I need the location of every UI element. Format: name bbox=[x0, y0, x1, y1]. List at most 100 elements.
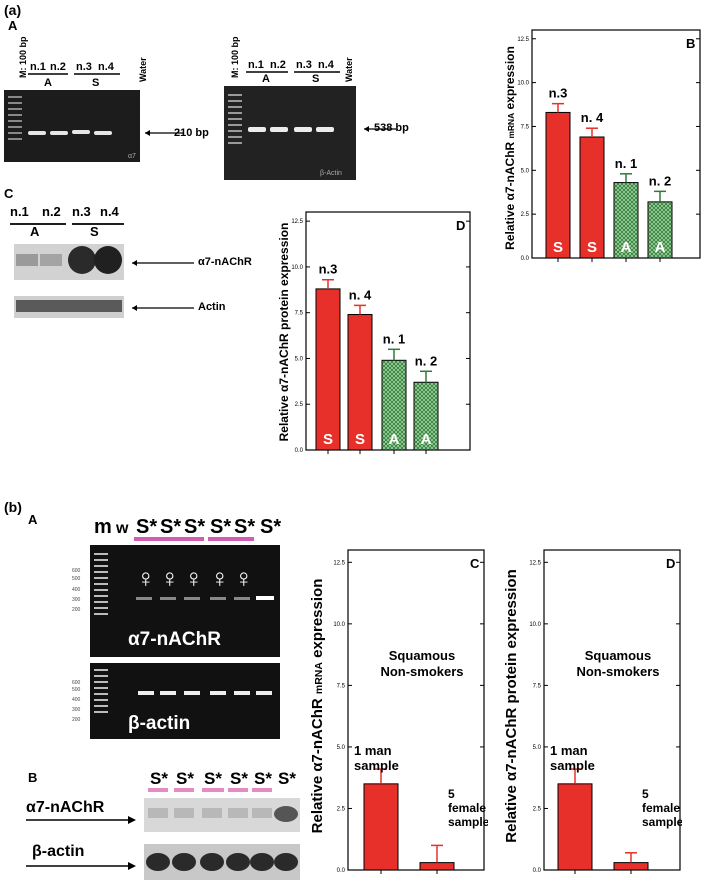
gel-beta-actin: M: 100 bp Water n.1 n.2 n.3 n.4 A S β-Ac… bbox=[224, 36, 396, 180]
category-label: 5 bbox=[642, 787, 649, 801]
b-lane-s1: S* bbox=[136, 516, 157, 538]
gel1-marker-label: M: 100 bp bbox=[18, 36, 28, 78]
ladder-tick: 200 bbox=[72, 717, 81, 723]
gel-b-label-1: α7-nAChR bbox=[128, 629, 221, 650]
wb-b-lane: S* bbox=[278, 769, 296, 788]
y-axis-label-part: expression bbox=[309, 579, 326, 662]
plot-frame bbox=[543, 549, 681, 871]
y-tick-label: 7.5 bbox=[295, 311, 304, 317]
bar bbox=[557, 783, 593, 871]
category-label: female bbox=[642, 801, 680, 815]
b-lane-s4: S* bbox=[210, 516, 231, 538]
category-label: female bbox=[448, 801, 486, 815]
category-label: 5 bbox=[448, 787, 455, 801]
ladder-tick: 400 bbox=[72, 587, 81, 593]
section-label-b: (b) bbox=[4, 499, 22, 515]
bar bbox=[613, 862, 649, 871]
bar bbox=[315, 288, 341, 451]
bar bbox=[347, 314, 373, 451]
y-axis-label-part: Relative α7-nAChR protein expression bbox=[277, 223, 291, 442]
western-blot-b: S* S* S* S* S* S* α7-nAChR β-actin bbox=[26, 769, 300, 880]
ladder-tick: 600 bbox=[72, 568, 81, 574]
y-tick-label: 2.5 bbox=[521, 212, 530, 218]
plot-frame bbox=[347, 549, 485, 871]
b-lane-m: m bbox=[94, 516, 112, 538]
y-tick-label: 10.0 bbox=[333, 622, 345, 628]
bar-inner-label: S bbox=[355, 431, 365, 448]
female-icon: ♀ bbox=[210, 563, 230, 593]
wb-b-band1-label: α7-nAChR bbox=[26, 799, 105, 816]
b-lane-s2: S* bbox=[160, 516, 181, 538]
y-tick-label: 7.5 bbox=[533, 683, 542, 689]
y-tick-label: 5.0 bbox=[533, 745, 542, 751]
gel1-size-label: 210 bp bbox=[174, 127, 209, 139]
bar-inner-label: S bbox=[323, 431, 333, 448]
bar-inner-label: S bbox=[587, 239, 597, 256]
wb-b-lane: S* bbox=[150, 769, 168, 788]
b-lane-w: w bbox=[115, 520, 129, 537]
bar bbox=[613, 182, 639, 259]
bar-inner-label: A bbox=[421, 431, 432, 448]
y-tick-label: 12.5 bbox=[333, 560, 345, 566]
wb-group-A: A bbox=[30, 224, 40, 239]
wb-b-lane: S* bbox=[230, 769, 248, 788]
y-axis-label-small: mRNA bbox=[506, 113, 516, 139]
panel-letter: D bbox=[666, 556, 675, 571]
female-icon: ♀ bbox=[136, 563, 156, 593]
y-tick-label: 10.0 bbox=[529, 622, 541, 628]
gel2-group-S: S bbox=[312, 73, 319, 85]
gel2-lane-1: n.1 bbox=[248, 59, 264, 71]
y-tick-label: 7.5 bbox=[521, 124, 530, 130]
y-tick-label: 12.5 bbox=[291, 219, 303, 225]
female-icon: ♀ bbox=[234, 563, 254, 593]
y-axis-label: Relative α7-nAChR mRNA expression bbox=[309, 579, 326, 834]
wb-band1-label: α7-nAChR bbox=[198, 256, 252, 268]
panel-letter: B bbox=[686, 36, 695, 51]
gel2-lane-4: n.4 bbox=[318, 59, 335, 71]
wb-b-lane: S* bbox=[204, 769, 222, 788]
bar bbox=[363, 783, 399, 871]
bar-inner-label: A bbox=[389, 431, 400, 448]
bar bbox=[419, 862, 455, 871]
panel-b-A-label: A bbox=[28, 512, 38, 527]
category-label: samples bbox=[642, 815, 682, 829]
b-lane-s3: S* bbox=[184, 516, 205, 538]
panel-a-A-label: A bbox=[8, 18, 18, 33]
wb-group-S: S bbox=[90, 224, 99, 239]
ladder-tick: 500 bbox=[72, 576, 81, 582]
gel2-water-label: Water bbox=[344, 57, 354, 82]
y-tick-label: 2.5 bbox=[295, 402, 304, 408]
gel2-tag: β-Actin bbox=[320, 170, 342, 177]
panel-letter: D bbox=[456, 218, 465, 233]
y-axis-label-part: Relative α7-nAChR protein expression bbox=[503, 569, 520, 842]
female-icon: ♀ bbox=[184, 563, 204, 593]
gel2-lane-2: n.2 bbox=[270, 59, 286, 71]
wb-lane-2: n.2 bbox=[42, 204, 61, 219]
gel1-group-A: A bbox=[44, 77, 52, 89]
y-tick-label: 12.5 bbox=[517, 37, 529, 43]
category-label: n.3 bbox=[319, 262, 338, 277]
y-tick-label: 5.0 bbox=[521, 168, 530, 174]
gel1-lane-3: n.3 bbox=[76, 61, 92, 73]
gel-alpha7: M: 100 bp Water n.1 n.2 n.3 n.4 A S α7 bbox=[4, 36, 183, 162]
y-tick-label: 12.5 bbox=[529, 560, 541, 566]
wb-b-lane: S* bbox=[176, 769, 194, 788]
bar-inner-label: A bbox=[621, 239, 632, 256]
gel2-marker-label: M: 100 bp bbox=[230, 36, 240, 78]
y-tick-label: 5.0 bbox=[295, 356, 304, 362]
category-label: n. 4 bbox=[581, 110, 604, 125]
annotation-title: Non-smokers bbox=[576, 664, 659, 679]
panel-a-C-label: C bbox=[4, 186, 14, 201]
ladder-tick: 300 bbox=[72, 597, 81, 603]
category-label: n. 4 bbox=[349, 287, 372, 302]
ladder-tick: 300 bbox=[72, 707, 81, 713]
y-axis-label-small: mRNA bbox=[313, 662, 325, 695]
category-label: n. 2 bbox=[649, 173, 671, 188]
category-label: samples bbox=[448, 815, 488, 829]
panel-b-B-label: B bbox=[28, 770, 38, 785]
y-axis-label-part: expression bbox=[503, 46, 517, 113]
